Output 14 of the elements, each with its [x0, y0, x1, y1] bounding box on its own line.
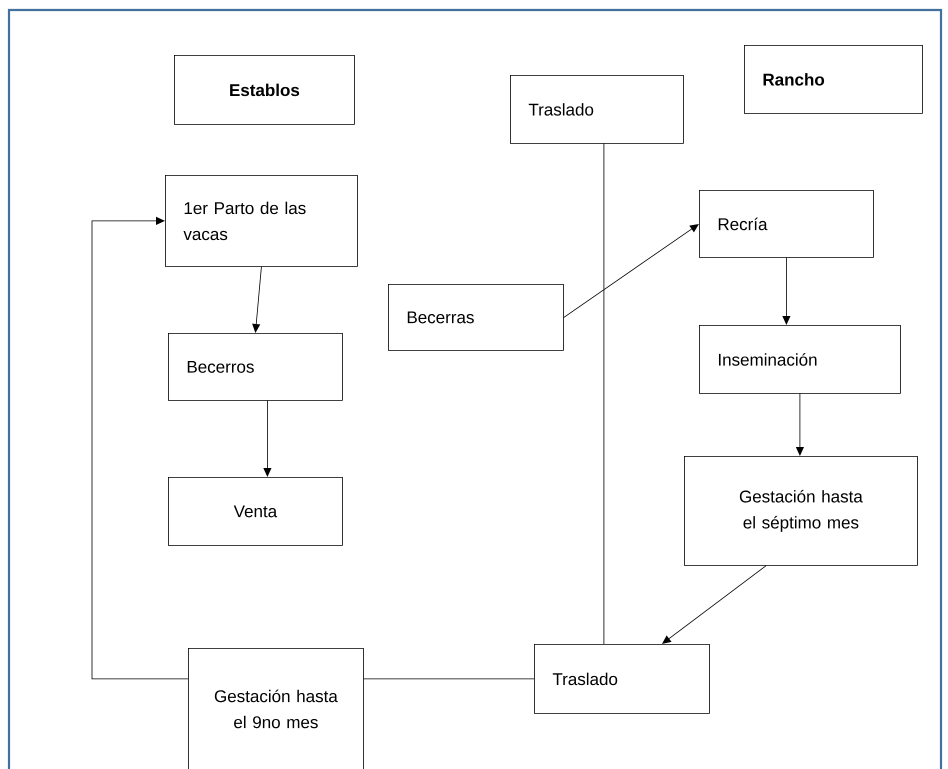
process-box: Rancho [744, 45, 923, 114]
arrow [92, 216, 188, 680]
process-box: Traslado [510, 75, 684, 144]
process-box: 1er Parto de las vacas [165, 175, 358, 267]
connector-line [363, 678, 534, 680]
process-box: Venta [168, 477, 343, 546]
process-box: Gestación hasta el 9no mes [188, 648, 364, 769]
process-box: Inseminación [699, 325, 901, 394]
process-box: Becerras [388, 284, 564, 351]
process-box: Recría [699, 190, 874, 258]
process-box: Gestación hasta el séptimo mes [684, 456, 918, 566]
process-box: Becerros [168, 333, 343, 401]
process-box: Establos [174, 55, 355, 125]
process-box: Traslado [534, 644, 710, 714]
